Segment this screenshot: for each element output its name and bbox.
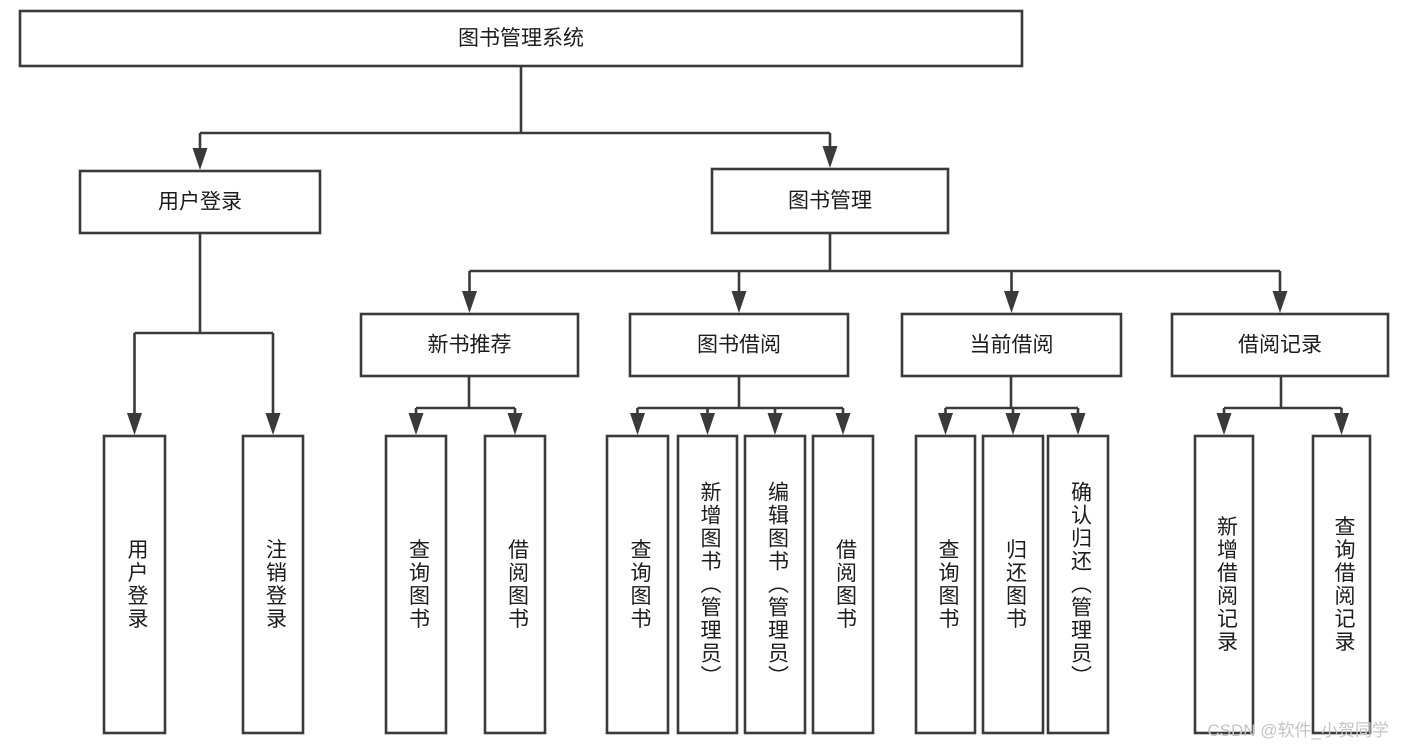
node-box[interactable] bbox=[1046, 434, 1110, 735]
node-box[interactable] bbox=[710, 167, 950, 235]
node-box[interactable] bbox=[359, 312, 580, 378]
node-box[interactable] bbox=[78, 169, 322, 235]
connector-layer bbox=[127, 66, 1349, 435]
node-label: 图书管理 bbox=[788, 190, 872, 213]
node-n-new-book[interactable]: 新书推荐 bbox=[359, 312, 580, 378]
arrow-head-icon bbox=[408, 413, 424, 435]
node-l-add-book[interactable]: 新增图书（管理员） bbox=[676, 434, 739, 735]
arrow-head-icon bbox=[700, 413, 715, 435]
node-box[interactable] bbox=[1170, 312, 1390, 378]
arrow-head-icon bbox=[1004, 291, 1019, 313]
node-box[interactable] bbox=[628, 312, 850, 378]
node-l-query-record[interactable]: 查询借阅记录 bbox=[1311, 434, 1372, 735]
node-n-user-login[interactable]: 用户登录 bbox=[78, 169, 322, 235]
node-l-logout[interactable]: 注销登录 bbox=[241, 434, 305, 735]
node-box[interactable] bbox=[605, 434, 670, 735]
node-label: 借阅图书 bbox=[833, 539, 857, 631]
arrow-head-icon bbox=[822, 146, 838, 168]
arrow-head-icon bbox=[835, 413, 851, 435]
node-layer: 图书管理系统用户登录图书管理新书推荐图书借阅当前借阅借阅记录用户登录注销登录查询… bbox=[18, 9, 1390, 735]
node-label: 当前借阅 bbox=[970, 334, 1054, 357]
node-label: 图书管理系统 bbox=[458, 27, 584, 50]
node-label: 图书借阅 bbox=[697, 334, 781, 357]
node-label: 用户登录 bbox=[125, 539, 149, 631]
node-box[interactable] bbox=[743, 434, 807, 735]
arrow-head-icon bbox=[767, 413, 783, 435]
node-label: 归还图书 bbox=[1003, 539, 1027, 631]
arrow-head-icon bbox=[192, 148, 208, 170]
node-label: 确认归还（管理员） bbox=[1068, 481, 1092, 688]
arrow-head-icon bbox=[630, 413, 645, 435]
node-box[interactable] bbox=[811, 434, 875, 735]
arrow-head-icon bbox=[507, 413, 523, 435]
arrow-head-icon bbox=[731, 291, 747, 313]
node-l-borrow-book-b[interactable]: 借阅图书 bbox=[811, 434, 875, 735]
node-box[interactable] bbox=[18, 9, 1024, 68]
node-label: 查询借阅记录 bbox=[1332, 516, 1356, 654]
arrow-head-icon bbox=[1272, 291, 1288, 313]
node-l-query-book-a[interactable]: 查询图书 bbox=[384, 434, 448, 735]
node-label: 编辑图书（管理员） bbox=[765, 481, 789, 688]
node-box[interactable] bbox=[1311, 434, 1372, 735]
arrow-head-icon bbox=[1334, 413, 1349, 435]
node-label: 用户登录 bbox=[158, 191, 242, 214]
node-label: 借阅记录 bbox=[1238, 334, 1322, 357]
node-box[interactable] bbox=[1193, 434, 1255, 735]
node-n-borrow[interactable]: 图书借阅 bbox=[628, 312, 850, 378]
arrow-head-icon bbox=[1005, 413, 1021, 435]
node-box[interactable] bbox=[384, 434, 448, 735]
node-l-add-record[interactable]: 新增借阅记录 bbox=[1193, 434, 1255, 735]
arrow-head-icon bbox=[1216, 413, 1232, 435]
node-label: 查询图书 bbox=[406, 539, 430, 631]
node-label: 查询图书 bbox=[628, 539, 652, 631]
node-label: 注销登录 bbox=[263, 539, 287, 631]
node-l-query-book-c[interactable]: 查询图书 bbox=[914, 434, 977, 735]
node-box[interactable] bbox=[102, 434, 167, 735]
node-label: 新书推荐 bbox=[428, 334, 512, 357]
arrow-head-icon bbox=[462, 291, 477, 313]
node-box[interactable] bbox=[914, 434, 977, 735]
node-box[interactable] bbox=[676, 434, 739, 735]
node-l-borrow-book-a[interactable]: 借阅图书 bbox=[483, 434, 547, 735]
node-n-record[interactable]: 借阅记录 bbox=[1170, 312, 1390, 378]
node-box[interactable] bbox=[483, 434, 547, 735]
node-l-query-book-b[interactable]: 查询图书 bbox=[605, 434, 670, 735]
arrow-head-icon bbox=[938, 413, 953, 435]
node-l-confirm-return[interactable]: 确认归还（管理员） bbox=[1046, 434, 1110, 735]
node-label: 查询图书 bbox=[936, 539, 960, 631]
node-l-return-book[interactable]: 归还图书 bbox=[981, 434, 1045, 735]
node-box[interactable] bbox=[900, 312, 1123, 378]
node-label: 新增图书（管理员） bbox=[698, 481, 722, 688]
arrow-head-icon bbox=[265, 413, 281, 435]
node-label: 借阅图书 bbox=[505, 539, 529, 631]
node-root[interactable]: 图书管理系统 bbox=[18, 9, 1024, 68]
node-n-book-manage[interactable]: 图书管理 bbox=[710, 167, 950, 235]
node-box[interactable] bbox=[981, 434, 1045, 735]
node-n-current[interactable]: 当前借阅 bbox=[900, 312, 1123, 378]
node-l-edit-book[interactable]: 编辑图书（管理员） bbox=[743, 434, 807, 735]
node-label: 新增借阅记录 bbox=[1214, 516, 1238, 654]
node-l-user-login[interactable]: 用户登录 bbox=[102, 434, 167, 735]
arrow-head-icon bbox=[127, 413, 142, 435]
node-box[interactable] bbox=[241, 434, 305, 735]
arrow-head-icon bbox=[1070, 413, 1086, 435]
